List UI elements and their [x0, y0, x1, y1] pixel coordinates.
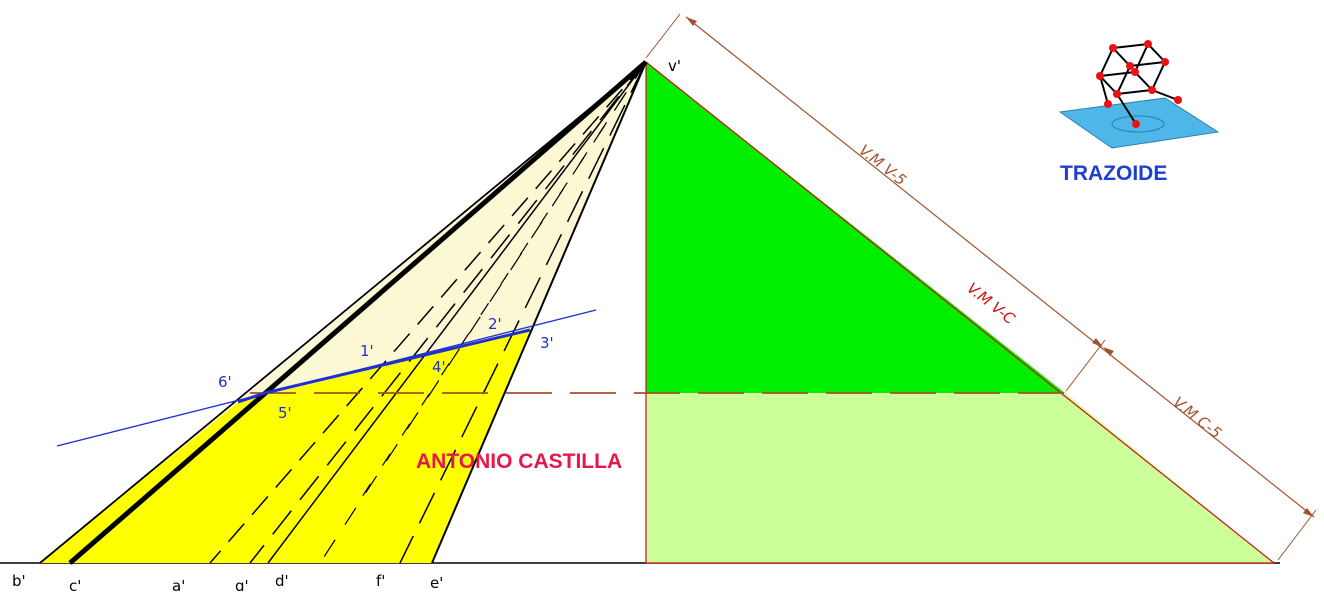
- label-section-6: 6': [218, 373, 232, 391]
- dim-tick-top: [645, 13, 681, 59]
- cube-on-plane-icon: [1058, 40, 1220, 149]
- edge-va: [209, 61, 647, 564]
- edge-vd: [267, 61, 647, 564]
- true-length-trapezoid: [646, 393, 1274, 563]
- label-section-2: 2': [488, 315, 502, 333]
- author-credit: ANTONIO CASTILLA: [416, 450, 622, 473]
- edge-vc: [68, 60, 648, 565]
- dim-arrow-mid-b: [1103, 347, 1114, 356]
- edge-vb: [39, 61, 647, 564]
- edge-vg: [249, 61, 647, 564]
- dim-tick-mid: [1065, 339, 1106, 392]
- label-base-d: d': [275, 572, 289, 590]
- true-length-triangle: [646, 62, 1065, 393]
- section-polygon: [237, 328, 531, 404]
- edge-hidden-2: [359, 61, 647, 501]
- label-section-4: 4': [432, 358, 446, 376]
- edge-ve: [431, 61, 647, 564]
- dim-tick-bottom: [1277, 509, 1317, 561]
- label-base-c: c': [69, 577, 81, 591]
- pyramid-lower-region: [40, 330, 530, 563]
- label-base-b: b': [12, 572, 26, 590]
- label-true-length-v5: V.M V-5: [856, 141, 910, 189]
- dim-arrow-bottom: [1303, 508, 1314, 517]
- dim-arrow-mid-a: [1092, 338, 1103, 347]
- dim-line-v5: [685, 16, 1315, 518]
- label-true-length-c5: V.M C-5: [1170, 393, 1225, 442]
- logo-text: TRAZOIDE: [1060, 162, 1167, 185]
- label-section-1: 1': [360, 342, 374, 360]
- label-base-a: a': [172, 577, 185, 591]
- label-section-3: 3': [540, 334, 554, 352]
- edge-hidden-1: [319, 61, 647, 564]
- dim-arrow-top: [686, 17, 697, 26]
- label-section-5: 5': [278, 404, 292, 422]
- label-base-g: g': [235, 577, 249, 591]
- label-base-e: e': [430, 574, 443, 591]
- hypotenuse-red-line: [645, 61, 1275, 564]
- label-apex-v: v': [668, 57, 681, 75]
- edge-vf: [399, 61, 647, 564]
- label-base-f: f': [376, 572, 385, 590]
